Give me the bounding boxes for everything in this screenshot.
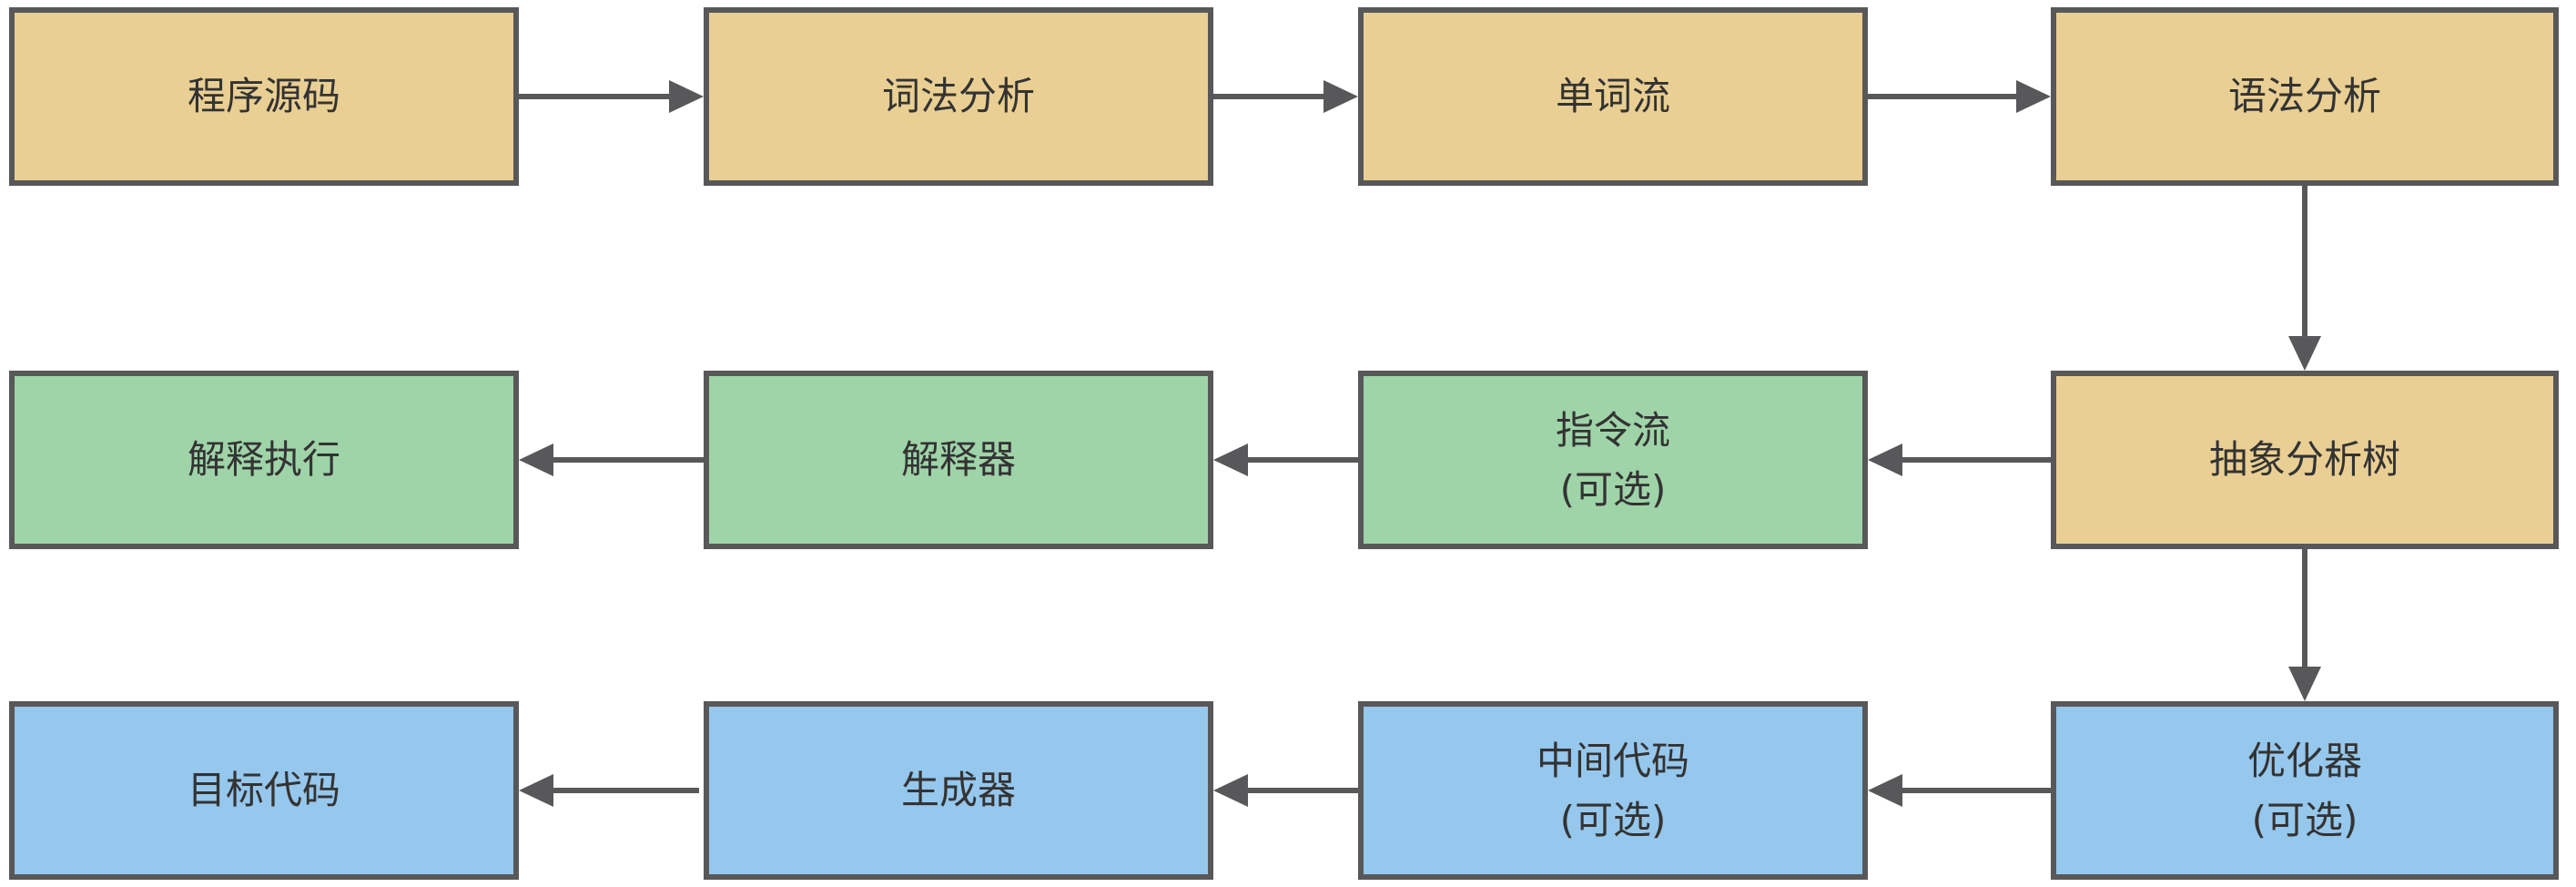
arrow-optimizer-to-intermediatecode <box>1868 774 2051 807</box>
node-sublabel: (可选) <box>1559 798 1667 842</box>
node-label: 目标代码 <box>187 768 340 813</box>
arrow-parser-to-ast <box>2288 186 2321 371</box>
arrow-instructionstream-to-interpreter <box>1213 444 1358 476</box>
arrow-generator-to-targetcode <box>519 774 699 807</box>
node-program-source: 程序源码 <box>9 7 519 186</box>
node-sublabel: (可选) <box>1559 467 1667 512</box>
arrow-source-to-lexer <box>519 80 704 113</box>
node-optimizer: 优化器 (可选) <box>2051 701 2559 880</box>
arrow-tokenstream-to-parser <box>1868 80 2051 113</box>
arrow-interpreter-to-execute <box>519 444 704 476</box>
arrow-ast-to-instructionstream <box>1868 444 2051 476</box>
node-label: 解释执行 <box>187 437 340 483</box>
node-generator: 生成器 <box>704 701 1213 880</box>
node-abstract-syntax-tree: 抽象分析树 <box>2051 371 2559 549</box>
node-label: 语法分析 <box>2227 74 2381 119</box>
node-label: 抽象分析树 <box>2208 437 2400 483</box>
node-label: 中间代码 <box>1536 738 1689 783</box>
node-label: 指令流 <box>1555 407 1670 453</box>
node-instruction-stream: 指令流 (可选) <box>1358 371 1868 549</box>
node-label: 单词流 <box>1555 74 1670 119</box>
node-label: 词法分析 <box>881 74 1035 119</box>
node-label: 程序源码 <box>187 74 340 119</box>
node-target-code: 目标代码 <box>9 701 519 880</box>
node-label: 优化器 <box>2246 738 2362 783</box>
node-token-stream: 单词流 <box>1358 7 1868 186</box>
node-label: 生成器 <box>900 768 1016 813</box>
node-syntax-analysis: 语法分析 <box>2051 7 2559 186</box>
node-interpreter: 解释器 <box>704 371 1213 549</box>
arrow-lexer-to-tokenstream <box>1213 80 1358 113</box>
arrow-ast-to-optimizer <box>2288 549 2321 701</box>
node-sublabel: (可选) <box>2251 798 2358 842</box>
node-intermediate-code: 中间代码 (可选) <box>1358 701 1868 880</box>
node-label: 解释器 <box>900 437 1016 483</box>
node-lexical-analysis: 词法分析 <box>704 7 1213 186</box>
node-interpret-execute: 解释执行 <box>9 371 519 549</box>
